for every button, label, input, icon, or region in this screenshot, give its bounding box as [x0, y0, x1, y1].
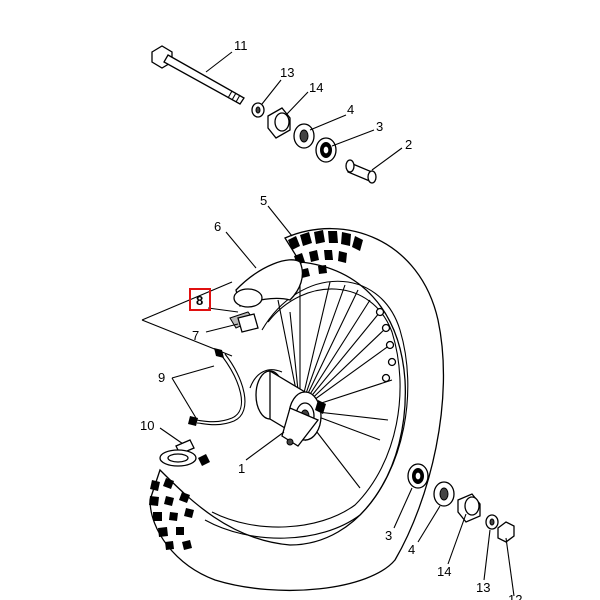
bottom-parts-stack: [407, 463, 515, 543]
spokes: [277, 281, 397, 489]
tire-valve: [159, 439, 210, 467]
callout-14-top: 14: [309, 80, 323, 95]
callout-7: 7: [192, 328, 199, 343]
callout-3-top: 3: [376, 119, 383, 134]
top-parts-stack: [251, 102, 377, 184]
tire-tread-top: [288, 230, 363, 278]
callout-4-bottom: 4: [408, 542, 415, 557]
rim-band: [229, 259, 304, 333]
callout-9: 9: [158, 370, 165, 385]
callout-6: 6: [214, 219, 221, 234]
callout-8: 8: [196, 293, 203, 308]
callout-11: 11: [234, 38, 248, 53]
callout-13-bottom: 13: [476, 580, 490, 595]
callout-8-highlight-box: [189, 288, 211, 311]
callout-14-bottom: 14: [437, 564, 451, 579]
callout-4-top: 4: [347, 102, 354, 117]
callout-3-bottom: 3: [385, 528, 392, 543]
callout-1: 1: [238, 461, 245, 476]
speedometer-cable: [188, 348, 283, 426]
axle: [151, 45, 245, 105]
callout-10: 10: [140, 418, 154, 433]
wheel-hub: [255, 369, 326, 447]
callout-12-bottom: 12: [508, 592, 522, 600]
callout-labels: 11 13 14 4 3 2 5 6 8 7 9 10 1 3 4 14 13 …: [140, 38, 522, 600]
callout-13-top: 13: [280, 65, 294, 80]
tire-tread-bottom: [149, 478, 194, 550]
callout-5: 5: [260, 193, 267, 208]
tire: [149, 227, 445, 592]
callout-2: 2: [405, 137, 412, 152]
leader-lines: [141, 51, 515, 597]
